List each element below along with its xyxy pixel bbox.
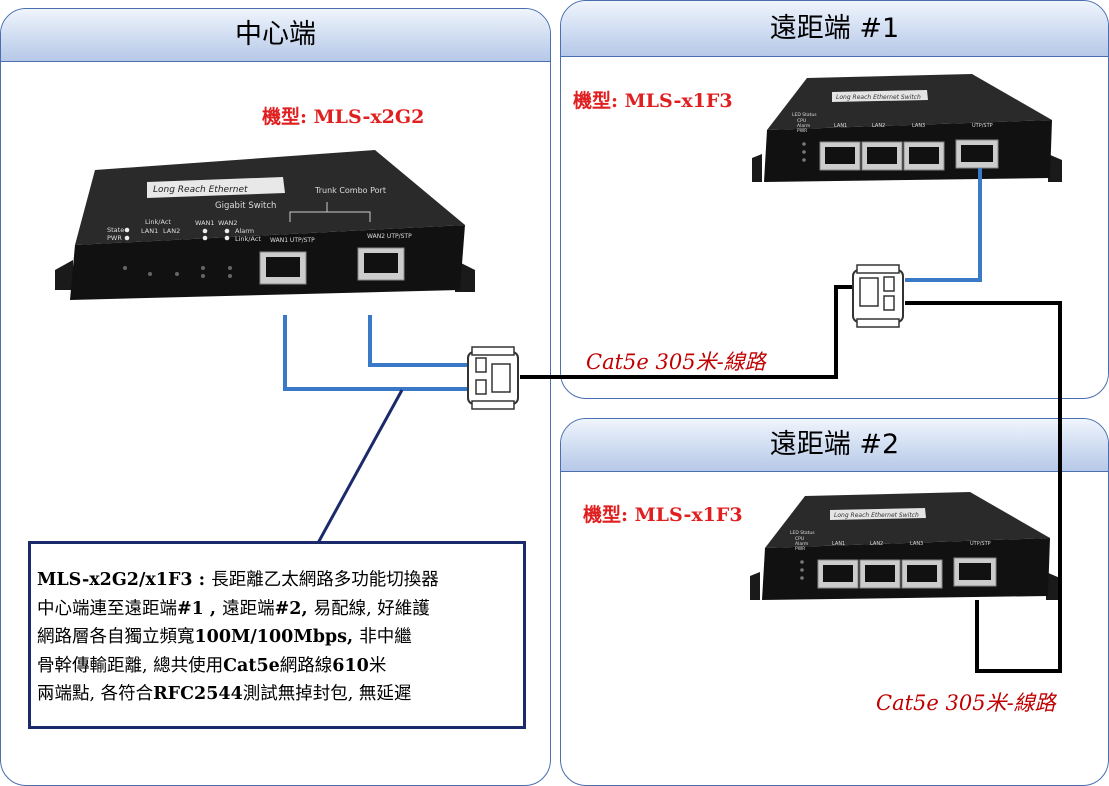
remote2-model-label: 機型: MLS-x1F3 <box>583 504 743 526</box>
central-title: 中心端 <box>235 19 316 50</box>
splitter-connector-remote1 <box>852 264 904 328</box>
svg-text:LAN2: LAN2 <box>870 541 883 547</box>
blue-wire-wan1 <box>283 315 468 391</box>
svg-text:CPU: CPU <box>797 118 806 124</box>
info-line-5: 兩端點, 各符合RFC2544測試無掉封包, 無延遲 <box>37 684 412 704</box>
svg-text:LAN3: LAN3 <box>912 123 925 129</box>
svg-text:LAN3: LAN3 <box>910 541 923 547</box>
cable-label-remote2: Cat5e 305米-線路 <box>876 691 1056 715</box>
svg-text:WAN1: WAN1 <box>195 219 215 227</box>
black-wire-to-remote2 <box>905 301 1062 673</box>
remote1-title: 遠距端 #1 <box>769 13 900 44</box>
remote2-title: 遠距端 #2 <box>769 429 900 460</box>
svg-text:LAN2: LAN2 <box>872 123 885 129</box>
info-line-2: 中心端連至遠距端#1 , 遠距端#2, 易配線, 好維護 <box>37 598 430 619</box>
svg-text:PWR: PWR <box>797 128 807 134</box>
black-wire-to-remote1 <box>520 285 856 379</box>
remote2-panel: 遠距端 #2 <box>560 418 1109 786</box>
remote2-brand-text: Long Reach Ethernet Switch <box>834 512 919 519</box>
svg-text:Alarm: Alarm <box>797 123 810 129</box>
remote1-switch-device: Long Reach Ethernet Switch LED Status CP… <box>752 74 1062 182</box>
central-trunk-text: Trunk Combo Port <box>314 186 386 195</box>
svg-text:LAN1: LAN1 <box>141 227 158 235</box>
svg-text:Link/Act: Link/Act <box>145 218 171 226</box>
svg-text:State: State <box>107 226 124 234</box>
splitter-connector-central <box>467 346 519 410</box>
svg-text:LAN2: LAN2 <box>163 227 180 235</box>
cable-label-remote1: Cat5e 305米-線路 <box>586 350 766 374</box>
svg-text:LED Status: LED Status <box>792 112 817 118</box>
remote1-panel-header: 遠距端 #1 <box>561 1 1108 57</box>
info-line-3: 網路層各自獨立頻寬100M/100Mbps, 非中繼 <box>37 627 412 647</box>
svg-text:UTP/STP: UTP/STP <box>972 123 993 129</box>
svg-text:PWR: PWR <box>107 234 122 242</box>
blue-wire-wan2 <box>368 315 468 367</box>
remote1-brand-text: Long Reach Ethernet Switch <box>836 94 921 101</box>
info-line-1: MLS-x2G2/x1F3 : 長距離乙太網路多功能切換器 <box>37 570 439 590</box>
info-callout-box: MLS-x2G2/x1F3 : 長距離乙太網路多功能切換器 中心端連至遠距端#1… <box>28 541 526 729</box>
remote1-model-label: 機型: MLS-x1F3 <box>573 90 733 112</box>
svg-text:LED Status: LED Status <box>790 530 815 536</box>
callout-pointer-line <box>316 389 404 544</box>
svg-text:Alarm: Alarm <box>235 227 254 235</box>
svg-text:WAN2 UTP/STP: WAN2 UTP/STP <box>367 233 412 240</box>
central-model-label: 機型: MLS-x2G2 <box>262 106 425 128</box>
svg-text:UTP/STP: UTP/STP <box>970 541 991 547</box>
svg-text:LAN1: LAN1 <box>834 123 847 129</box>
central-brand-text: Long Reach Ethernet <box>153 185 248 195</box>
svg-text:Alarm: Alarm <box>795 541 808 547</box>
svg-text:WAN1 UTP/STP: WAN1 UTP/STP <box>270 237 315 244</box>
info-line-4: 骨幹傳輸距離, 總共使用Cat5e網路線610米 <box>37 655 387 676</box>
remote2-switch-device: Long Reach Ethernet Switch LED Status CP… <box>750 492 1060 600</box>
central-panel-header: 中心端 <box>1 9 550 62</box>
svg-text:PWR: PWR <box>795 546 805 552</box>
svg-text:CPU: CPU <box>795 536 804 542</box>
central-switch-device: Long Reach Ethernet Gigabit Switch Trunk… <box>55 150 475 300</box>
remote2-panel-header: 遠距端 #2 <box>561 419 1108 472</box>
central-sub-text: Gigabit Switch <box>215 201 276 211</box>
svg-text:LAN1: LAN1 <box>832 541 845 547</box>
svg-text:Link/Act: Link/Act <box>235 235 261 243</box>
svg-text:WAN2: WAN2 <box>218 219 238 227</box>
blue-wire-remote1-uplink <box>905 168 982 282</box>
